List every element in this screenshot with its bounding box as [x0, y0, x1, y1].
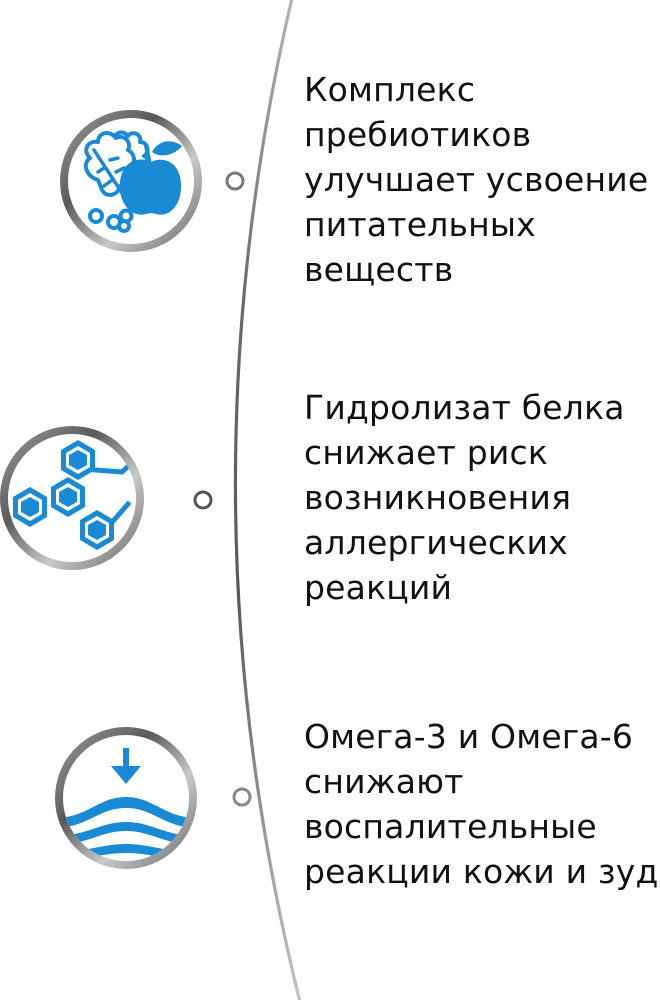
skin-waves-arrow-icon [55, 727, 197, 869]
feature-text-prebiotics: Комплекс пребиотиков улучшает усвоение п… [304, 70, 649, 289]
feature-text-protein-hydrolysate: Гидролизат белка снижает риск возникнове… [304, 388, 625, 607]
timeline-node-2 [193, 490, 213, 510]
timeline-arc [233, 0, 302, 1000]
timeline-node-3 [232, 787, 252, 807]
molecule-icon [0, 426, 144, 570]
feature-text-omega: Омега-3 и Омега-6 снижают воспалительные… [304, 717, 659, 891]
timeline-node-1 [225, 171, 245, 191]
fruit-vegetable-icon [60, 110, 202, 252]
